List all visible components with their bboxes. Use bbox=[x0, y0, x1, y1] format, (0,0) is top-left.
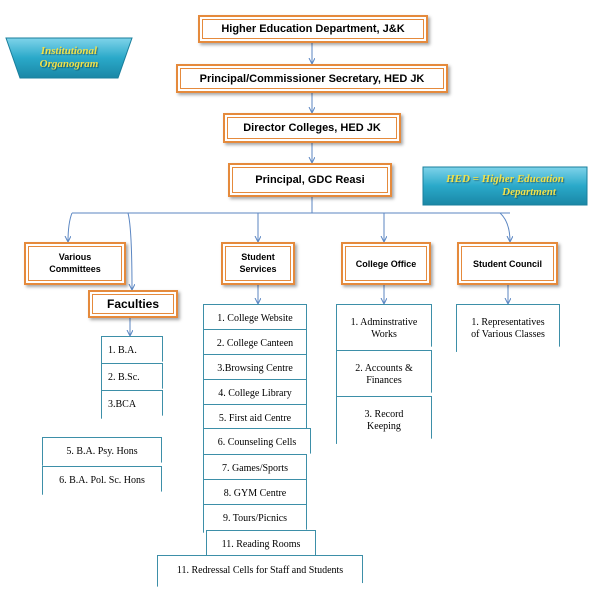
service-item-label: 9. Tours/Picnics bbox=[222, 512, 288, 524]
connector-to-faculties bbox=[127, 212, 132, 290]
department-box: Higher Education Department, J&K bbox=[198, 15, 428, 43]
principal-label: Principal, GDC Reasi bbox=[255, 174, 365, 186]
redressal-item: 11. Redressal Cells for Staff and Studen… bbox=[157, 555, 363, 587]
faculty-item-label: 2. B.Sc. bbox=[108, 371, 140, 383]
director-box: Director Colleges, HED JK bbox=[223, 113, 401, 143]
service-item: 11. Reading Rooms bbox=[206, 530, 316, 559]
service-item-label: 7. Games/Sports bbox=[221, 462, 289, 474]
connector-to-student-council bbox=[499, 212, 510, 242]
service-item-label: 5. First aid Centre bbox=[218, 412, 292, 424]
honours-item-label: 6. B.A. Pol. Sc. Hons bbox=[59, 474, 145, 486]
faculty-item: 2. B.Sc. bbox=[101, 363, 163, 392]
council-item-line1: 1. Representatives bbox=[471, 316, 545, 328]
committees-label-line1: Various bbox=[58, 251, 92, 262]
service-item: 6. Counseling Cells bbox=[203, 428, 311, 457]
committees-label-line2: Committees bbox=[49, 263, 101, 274]
organogram-title-line1: Institutional bbox=[40, 45, 98, 58]
office-item: 2. Accounts &Finances bbox=[336, 350, 432, 398]
council-item-line2: of Various Classes bbox=[471, 329, 545, 340]
office-item-label: 2. Accounts &Finances bbox=[355, 363, 413, 388]
office-item-line2: Finances bbox=[366, 375, 402, 386]
faculties-box: Faculties bbox=[88, 290, 178, 318]
student-council-label: Student Council bbox=[473, 258, 542, 269]
organogram-title-line2: Organogram bbox=[39, 58, 99, 70]
director-label: Director Colleges, HED JK bbox=[243, 122, 381, 134]
hed-banner-shape bbox=[422, 166, 588, 206]
hed-note-line2: Department bbox=[502, 186, 556, 198]
service-item: 4. College Library bbox=[203, 379, 307, 408]
student-services-label-line2: Services bbox=[239, 263, 277, 274]
service-item-label: 2. College Canteen bbox=[216, 337, 294, 349]
office-item-line1: 2. Accounts & bbox=[355, 362, 413, 374]
service-item: 7. Games/Sports bbox=[203, 454, 307, 483]
faculty-item: 3.BCA bbox=[101, 390, 163, 419]
service-item: 8. GYM Centre bbox=[203, 479, 307, 508]
student-services-label-line1: Student bbox=[241, 251, 275, 262]
service-item-label: 3.Browsing Centre bbox=[217, 362, 293, 374]
service-item-label: 8. GYM Centre bbox=[223, 487, 287, 499]
faculties-label: Faculties bbox=[106, 297, 160, 311]
college-office-label: College Office bbox=[355, 258, 417, 269]
department-label: Higher Education Department, J&K bbox=[221, 23, 405, 35]
service-item: 3.Browsing Centre bbox=[203, 354, 307, 383]
commissioner-label: Principal/Commissioner Secretary, HED JK bbox=[199, 72, 425, 85]
faculty-item-label: 3.BCA bbox=[108, 398, 137, 410]
office-item-line2: Works bbox=[371, 329, 397, 340]
honours-item: 5. B.A. Psy. Hons bbox=[42, 437, 162, 466]
connector-to-committees bbox=[68, 212, 73, 242]
office-item-line2: Keeping bbox=[367, 421, 401, 432]
office-item-line1: 1. Adminstrative bbox=[350, 316, 418, 328]
service-item-label: 1. College Website bbox=[217, 312, 293, 324]
office-item-line1: 3. Record bbox=[364, 408, 404, 420]
redressal-item-label: 11. Redressal Cells for Staff and Studen… bbox=[176, 565, 344, 577]
service-item-label: 6. Counseling Cells bbox=[217, 436, 297, 448]
commissioner-box: Principal/Commissioner Secretary, HED JK bbox=[176, 64, 448, 93]
hed-note-line1: HED = Higher Education bbox=[446, 173, 564, 186]
student-council-box: Student Council bbox=[457, 242, 558, 285]
organogram-banner-shape bbox=[5, 37, 133, 79]
service-item: 9. Tours/Picnics bbox=[203, 504, 307, 533]
faculty-item-label: 1. B.A. bbox=[108, 344, 137, 356]
service-item: 1. College Website bbox=[203, 304, 307, 333]
service-item-label: 11. Reading Rooms bbox=[221, 538, 301, 550]
service-item-label: 4. College Library bbox=[218, 387, 292, 399]
honours-item-label: 5. B.A. Psy. Hons bbox=[66, 445, 138, 457]
principal-box: Principal, GDC Reasi bbox=[228, 163, 392, 197]
honours-item: 6. B.A. Pol. Sc. Hons bbox=[42, 466, 162, 495]
college-office-box: College Office bbox=[341, 242, 431, 285]
service-item: 2. College Canteen bbox=[203, 329, 307, 358]
faculty-item: 1. B.A. bbox=[101, 336, 163, 365]
